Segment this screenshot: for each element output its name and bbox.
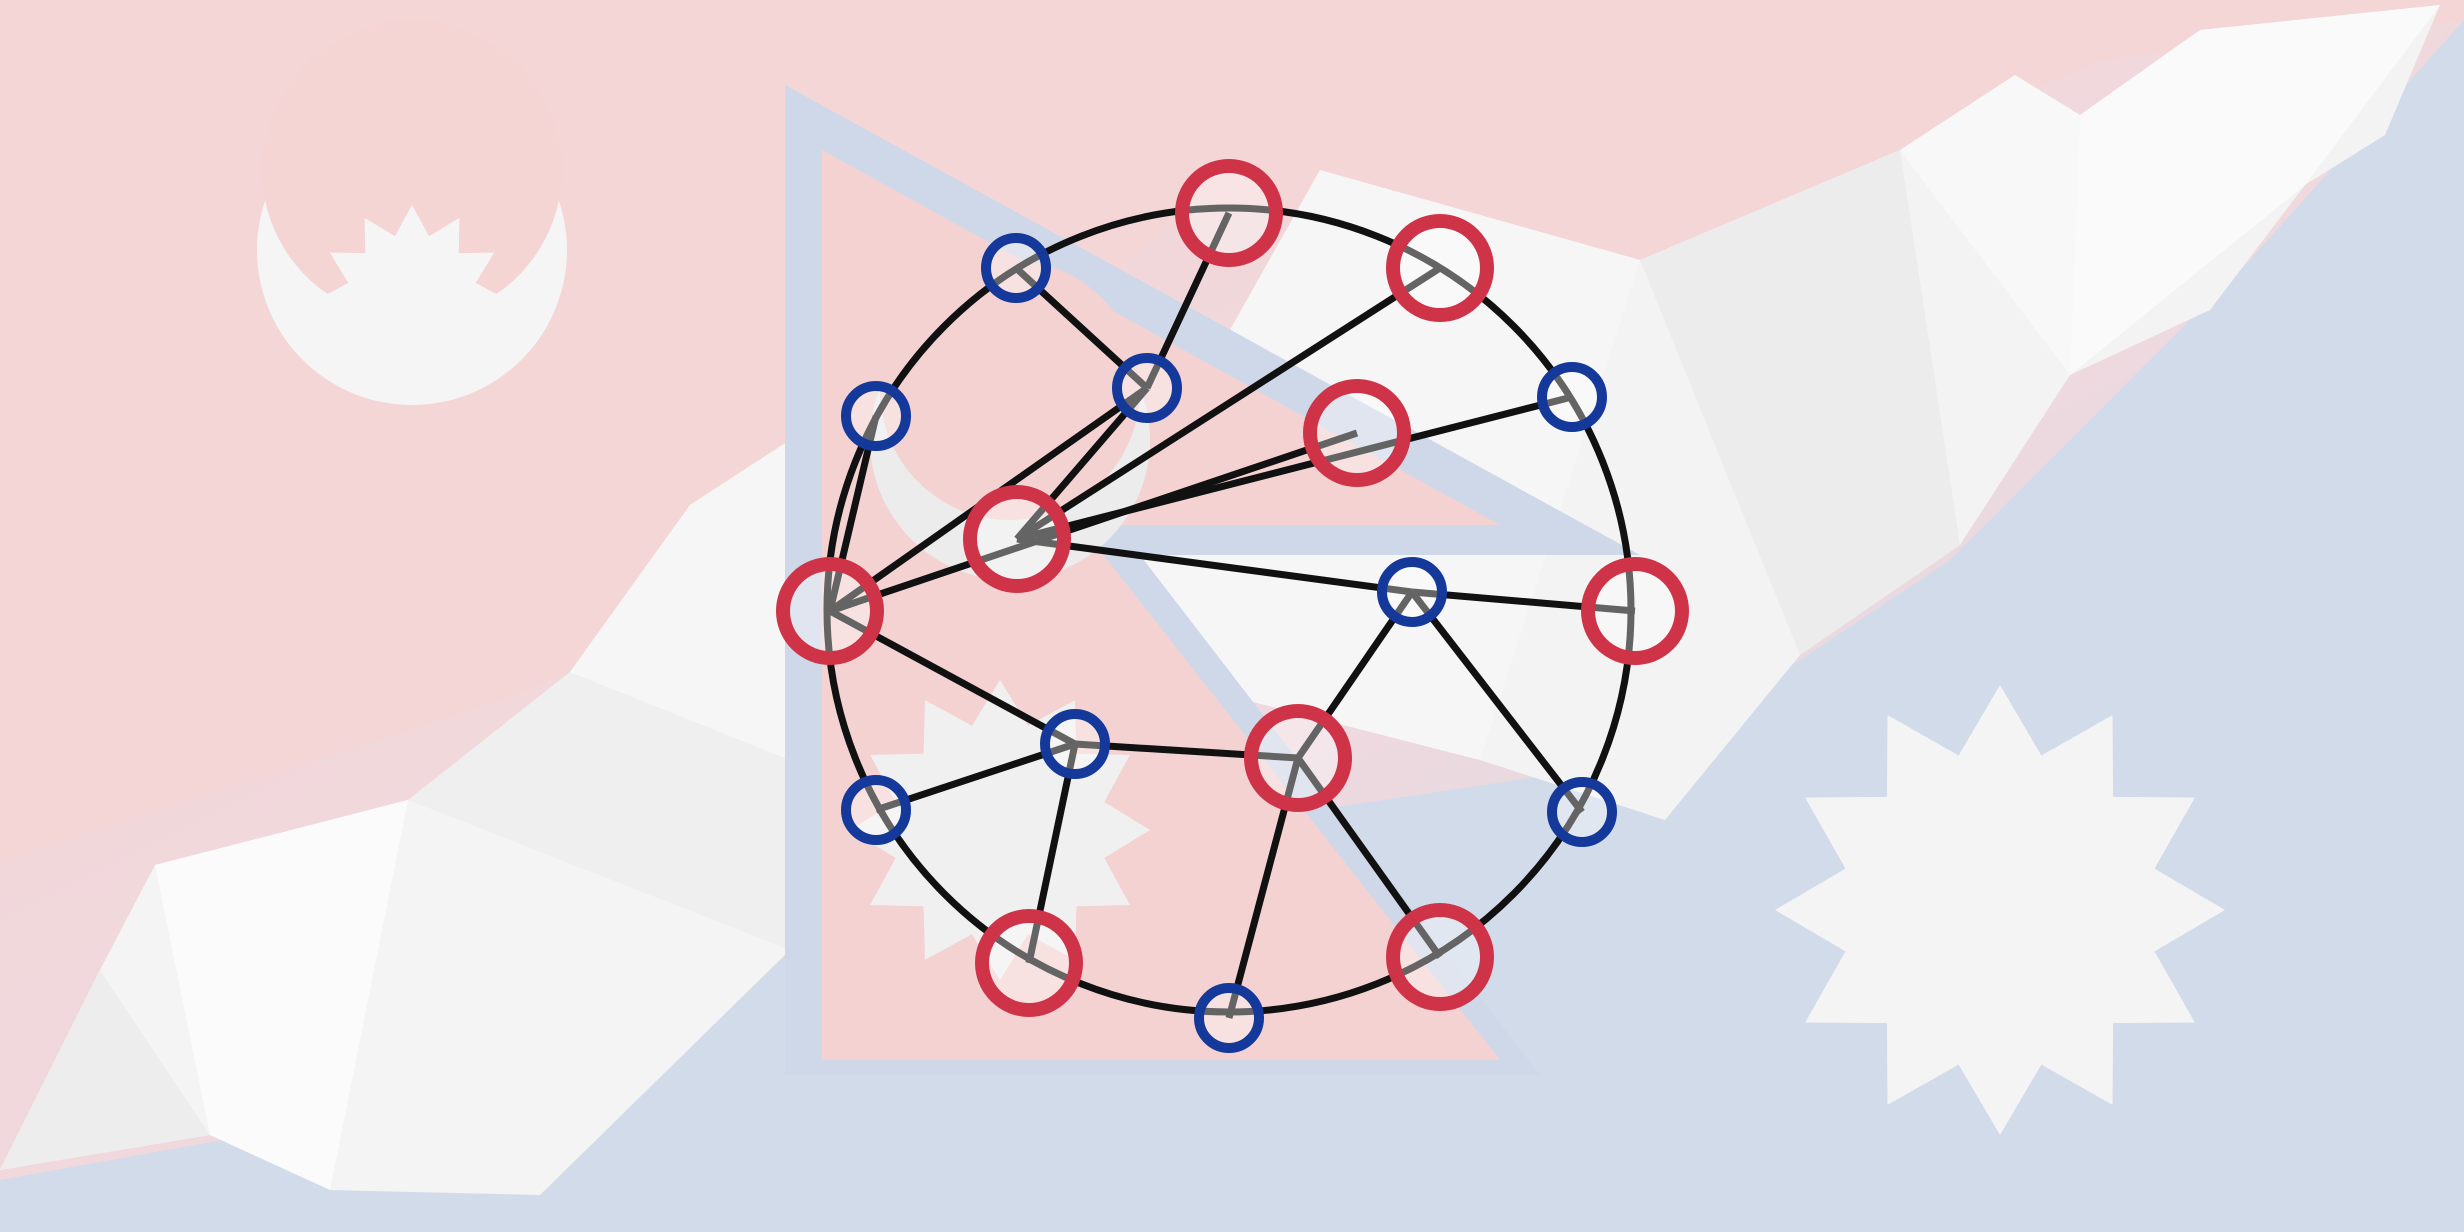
red-node (963, 485, 1071, 593)
red-node (1244, 704, 1352, 812)
blue-node (1040, 709, 1110, 779)
red-node (776, 557, 884, 665)
red-node (1386, 214, 1494, 322)
blue-node (981, 233, 1051, 303)
network-edge (1016, 535, 1413, 596)
network-graph-icon (776, 159, 1689, 1053)
network-nodes (776, 159, 1689, 1053)
blue-node (841, 381, 911, 451)
red-node (1386, 903, 1494, 1011)
nepal-flag-icon (785, 85, 1640, 1075)
blue-node (1377, 557, 1447, 627)
red-node (1175, 159, 1283, 267)
blue-node (1112, 353, 1182, 423)
network-edge (828, 429, 1359, 615)
network-edge (1025, 743, 1079, 964)
network-edge (1074, 740, 1299, 762)
network-edge (1409, 589, 1585, 815)
network-edge (1015, 265, 1442, 542)
blue-node (1547, 777, 1617, 847)
network-edge (1411, 588, 1636, 615)
blue-node (1537, 362, 1607, 432)
crescent-moon-icon (257, 20, 567, 405)
red-node (1303, 379, 1411, 487)
twelve-point-sun-icon (1775, 685, 2225, 1135)
red-node (1581, 557, 1689, 665)
blue-node (841, 775, 911, 845)
red-node (975, 909, 1083, 1017)
blue-node (1194, 983, 1264, 1053)
